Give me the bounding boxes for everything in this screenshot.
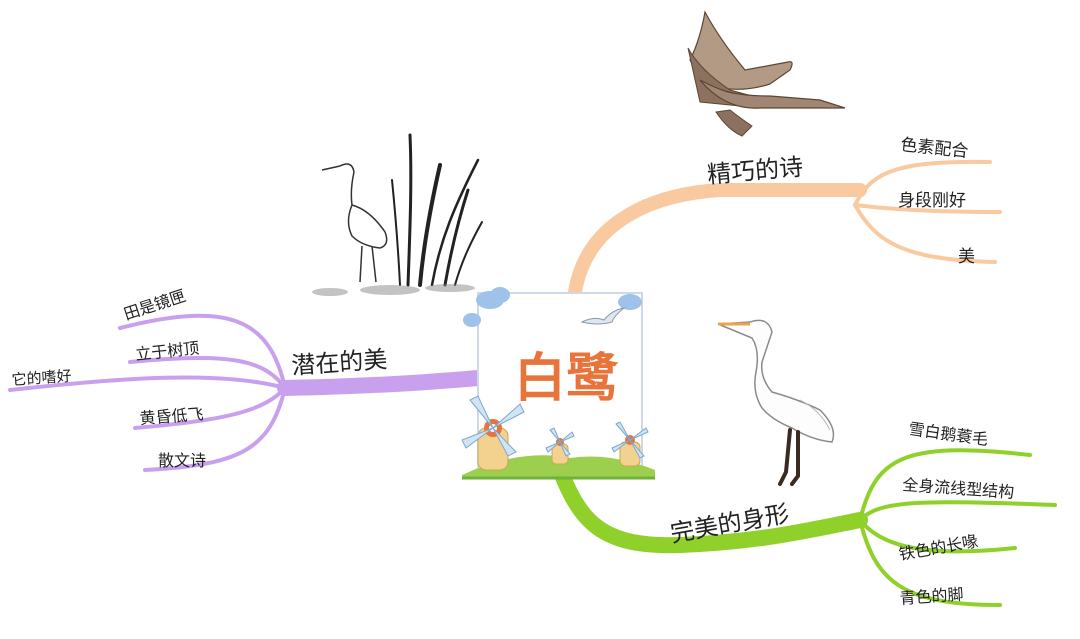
leaf-poem-1[interactable]: 色素配合 <box>899 135 969 162</box>
leaf-body-1[interactable]: 雪白鹅蓑毛 <box>907 419 989 449</box>
leaf-hidden-4[interactable]: 黄昏低飞 <box>139 405 204 428</box>
leaf-poem-2[interactable]: 身段刚好 <box>898 191 966 211</box>
cloud-icon <box>463 287 642 327</box>
small-bird-icon <box>580 307 626 325</box>
branch-poem-lines <box>568 159 1002 299</box>
center-node[interactable]: 白鹭 <box>461 287 655 480</box>
leaf-hidden-5[interactable]: 散文诗 <box>158 451 206 470</box>
leaf-body-4[interactable]: 青色的脚 <box>899 585 964 608</box>
flying-geese-icon <box>687 10 846 137</box>
branch-hidden-lines <box>8 313 486 472</box>
branch-hidden-label[interactable]: 潜在的美 <box>290 345 388 380</box>
windmill-icon <box>611 421 649 467</box>
white-egret-icon <box>717 319 835 486</box>
leaf-body-3[interactable]: 铁色的长喙 <box>897 531 979 564</box>
egret-ink-icon <box>312 133 483 296</box>
leaf-hidden-2[interactable]: 立于树顶 <box>134 338 200 364</box>
leaf-hidden-3[interactable]: 它的嗜好 <box>11 367 72 389</box>
leaf-body-2[interactable]: 全身流线型结构 <box>902 475 1015 502</box>
center-title: 白鹭 <box>514 349 619 409</box>
leaf-poem-3[interactable]: 美 <box>958 247 975 267</box>
windmill-icon <box>461 395 525 471</box>
windmill-icon <box>545 427 575 465</box>
branch-body-lines <box>552 448 1057 607</box>
